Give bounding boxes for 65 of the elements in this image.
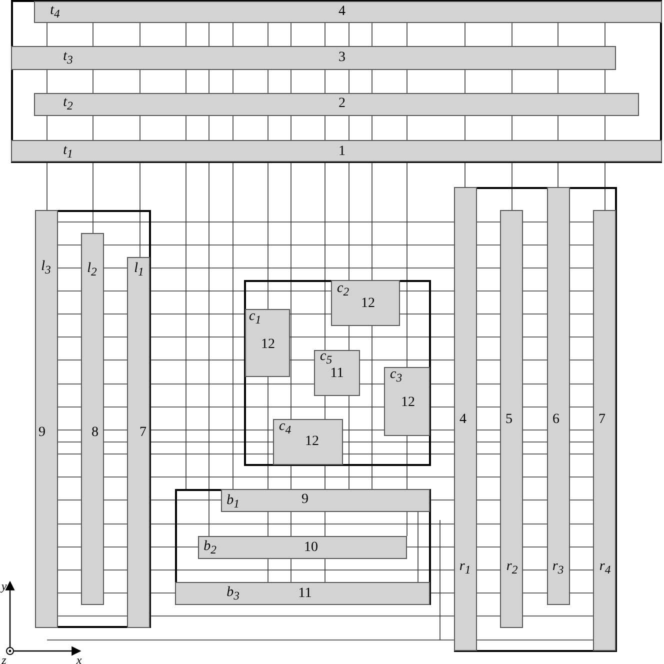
module-number: 9 (302, 493, 308, 507)
module-bar (384, 367, 430, 436)
module-name: l$_{2}$ (87, 262, 97, 278)
module-number: 7 (598, 413, 606, 427)
module-name: t$_{4}$ (50, 4, 60, 20)
module-name: t$_{1}$ (63, 144, 73, 160)
module-name: l$_{1}$ (134, 262, 144, 278)
module-name: r$_{1}$ (459, 560, 471, 576)
module-bar (34, 1, 662, 23)
module-bar (175, 582, 430, 605)
module-number: 10 (304, 541, 318, 555)
module-name: t$_{2}$ (63, 96, 73, 112)
module-name: c$_{3}$ (390, 368, 402, 384)
module-number: 5 (506, 413, 512, 427)
module-number: 7 (140, 426, 146, 440)
module-name: t$_{3}$ (63, 50, 73, 66)
module-name: b$_{1}$ (226, 494, 240, 510)
module-name: r$_{4}$ (599, 560, 611, 576)
module-number: 4 (338, 5, 346, 19)
module-bar (221, 489, 430, 512)
module-name: r$_{2}$ (506, 560, 518, 576)
group-outline (244, 280, 431, 466)
module-bar (11, 46, 616, 70)
module-number: 4 (460, 413, 466, 427)
group-outline (35, 210, 151, 628)
module-name: c$_{2}$ (336, 282, 350, 298)
module-number: 1 (338, 145, 346, 159)
module-number: 11 (330, 367, 344, 381)
group-outline (11, 0, 662, 163)
module-bar (314, 350, 360, 396)
axis-label: y (1, 580, 7, 592)
module-number: 8 (92, 426, 98, 440)
module-number: 2 (338, 97, 346, 111)
module-number: 11 (298, 587, 312, 601)
module-name: c$_{1}$ (248, 310, 262, 326)
module-number: 9 (38, 426, 46, 440)
module-bar (198, 536, 407, 559)
module-name: l$_{3}$ (41, 260, 51, 276)
module-bar (547, 187, 570, 605)
axis-label: x (76, 654, 82, 664)
group-outline (454, 187, 617, 652)
module-bar (331, 280, 400, 326)
module-bar (127, 257, 150, 628)
module-bar (34, 93, 639, 116)
group-outline (175, 489, 431, 605)
module-bar (593, 210, 616, 651)
module-name: c$_{5}$ (320, 350, 332, 366)
module-bar (500, 210, 523, 628)
module-number: 3 (338, 51, 346, 65)
module-bar (11, 140, 662, 162)
module-number: 12 (361, 297, 375, 311)
module-number: 12 (261, 338, 275, 352)
module-name: c$_{4}$ (278, 420, 292, 436)
module-bar (81, 233, 104, 605)
module-number: 6 (552, 413, 560, 427)
axis-label: z (2, 654, 6, 664)
module-name: b$_{3}$ (226, 586, 240, 602)
module-bar (454, 187, 477, 651)
module-number: 12 (305, 435, 319, 449)
module-bar (35, 210, 58, 628)
module-name: b$_{2}$ (204, 540, 216, 556)
module-number: 12 (401, 396, 415, 410)
module-bar (245, 309, 290, 377)
module-bar (273, 419, 343, 465)
module-name: r$_{3}$ (552, 560, 564, 576)
